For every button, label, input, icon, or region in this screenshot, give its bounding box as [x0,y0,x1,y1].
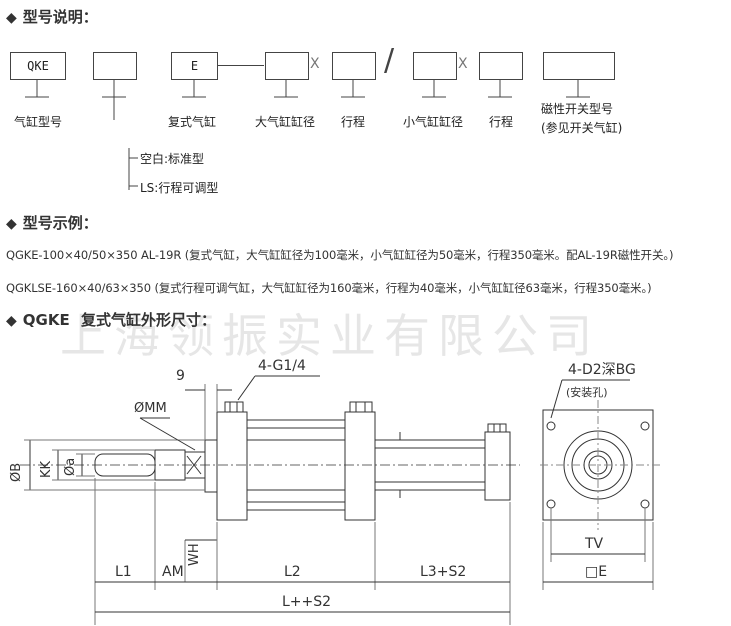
dim-l3s2-label: L3+S2 [420,564,466,580]
code-box-stroke-2 [479,52,523,80]
dim-e-label: □E [585,564,607,580]
code-box-stroke-1 [332,52,376,80]
dim-l1-label: L1 [115,564,132,580]
x-separator-2: X [458,56,468,72]
dim-b-label: ØB [9,463,24,482]
label-stroke-1: 行程 [341,115,366,129]
dim-wh-label: WH [187,543,202,566]
diamond-bullet-icon: ◆ [6,313,17,329]
label-switch-model: 磁性开关型号 [541,102,614,116]
example-line-1: QGKE-100×40/50×350 AL-19R (复式气缸，大气缸缸径为10… [6,248,674,262]
code-box-option [93,52,137,80]
cylinder-dimension-drawing: 9 4-G1/4 ØMM ØB KK Øa WH L1 AM L2 L3+S2 … [9,358,660,625]
option-adjustable: LS:行程可调型 [140,181,219,195]
example-line-2: QGKLSE-160×40/63×350 (复式行程可调气缸，大气缸缸径为160… [6,281,652,295]
dim-a-label: Øa [63,458,78,476]
dim-tv-label: TV [584,536,604,552]
label-compound-cylinder: 复式气缸 [168,115,217,129]
diamond-bullet-icon: ◆ [6,10,17,26]
dim-mm-label: ØMM [134,401,167,416]
dim-kk-label: KK [39,460,54,478]
dash-separator [218,65,264,66]
label-switch-ref: (参见开关气缸) [541,121,623,135]
label-small-bore: 小气缸缸径 [403,115,464,129]
option-standard: 空白:标准型 [140,152,205,166]
dim-4g-label: 4-G1/4 [258,358,306,374]
section-title-model-example: ◆型号示例： [6,214,98,232]
dim-4d2-label: 4-D2深BG [568,362,636,378]
code-box-switch [543,52,615,80]
dim-am-label: AM [162,564,184,580]
code-box-small-bore [413,52,457,80]
section-title-model-desc: ◆型号说明： [6,8,98,26]
code-box-model: QKE [10,52,66,80]
label-cylinder-model: 气缸型号 [14,115,63,129]
x-separator-1: X [310,56,320,72]
code-box-type: E [171,52,218,80]
label-big-bore: 大气缸缸径 [255,115,316,129]
section-title-dimensions: ◆QGKE 复式气缸外形尺寸： [6,311,216,329]
diamond-bullet-icon: ◆ [6,216,17,232]
code-box-big-bore [265,52,309,80]
slash-separator: / [384,43,395,78]
dim-ltotal-label: L++S2 [282,594,331,610]
dim-l2-label: L2 [284,564,301,580]
dim-install-label: (安装孔) [566,385,608,399]
label-stroke-2: 行程 [489,115,514,129]
dim-9-label: 9 [176,368,185,384]
code-connectors [25,79,590,190]
